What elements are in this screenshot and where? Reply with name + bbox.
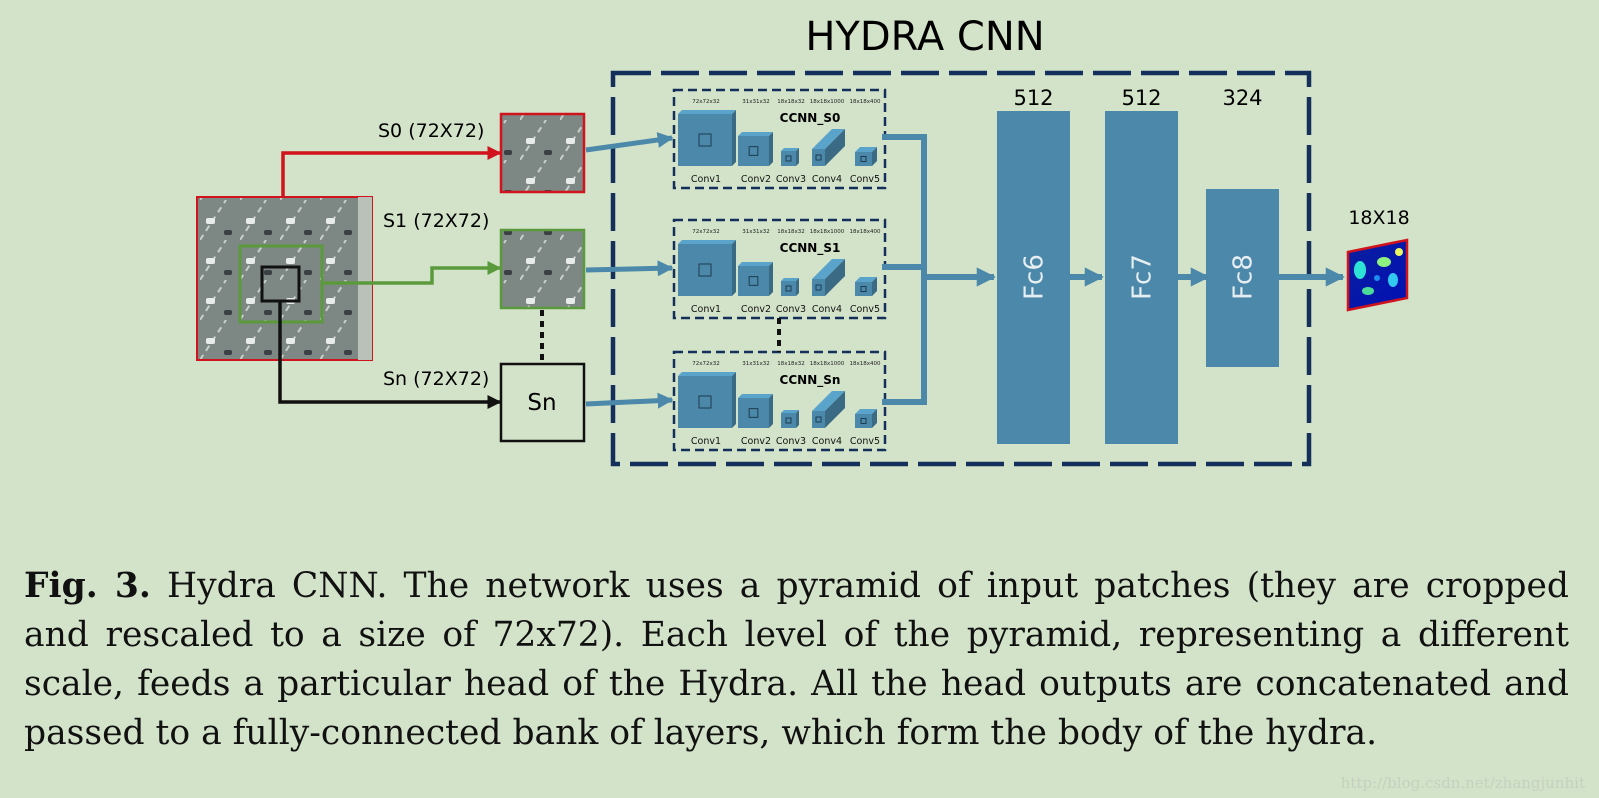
conv-block-5 bbox=[855, 409, 877, 428]
conv-label: Conv3 bbox=[776, 174, 806, 185]
diagram-title: HYDRA CNN bbox=[805, 14, 1044, 60]
conv-dim-label: 72x72x32 bbox=[692, 99, 720, 105]
conv-dim-label: 31x31x32 bbox=[742, 361, 770, 367]
conv-dim-label: 31x31x32 bbox=[742, 99, 770, 105]
hydra-cnn-diagram: HYDRA CNN S0 (72X72) S1 (72X72) Sn (72X7… bbox=[196, 14, 1410, 467]
fc-layer-fc6: Fc6 512 bbox=[997, 86, 1070, 444]
conv-dim-label: 18x18x32 bbox=[777, 361, 805, 367]
input-label-s1: S1 (72X72) bbox=[383, 210, 489, 232]
s1-connector bbox=[322, 261, 502, 285]
fc-layer-size: 512 bbox=[1121, 86, 1161, 110]
merge-connector bbox=[882, 134, 996, 405]
conv-label: Conv3 bbox=[776, 436, 806, 447]
fc-layer-name: Fc6 bbox=[1020, 254, 1050, 300]
patch-s0 bbox=[499, 112, 586, 194]
conv-dim-label: 18x18x32 bbox=[777, 229, 805, 235]
conv-dim-label: 72x72x32 bbox=[692, 361, 720, 367]
conv-label: Conv5 bbox=[850, 174, 880, 185]
conv-dim-label: 18x18x400 bbox=[849, 361, 881, 367]
conv-block-3 bbox=[781, 278, 799, 296]
conv-label: Conv1 bbox=[691, 174, 721, 185]
conv-block-1 bbox=[678, 372, 736, 428]
fc-layer-size: 324 bbox=[1222, 86, 1262, 110]
conv-label: Conv4 bbox=[812, 174, 842, 185]
fc-layer-fc8: Fc8 324 bbox=[1206, 86, 1279, 367]
conv-block-2 bbox=[738, 262, 773, 296]
conv-label: Conv1 bbox=[691, 436, 721, 447]
fc-layer-name: Fc8 bbox=[1229, 254, 1259, 300]
conv-block-4 bbox=[812, 129, 845, 166]
fc-layer-fc7: Fc7 512 bbox=[1105, 86, 1178, 444]
s0-connector bbox=[281, 146, 502, 197]
conv-label: Conv4 bbox=[812, 304, 842, 315]
figure-caption: Fig. 3. Hydra CNN. The network uses a py… bbox=[24, 562, 1569, 758]
ccnn-head-name: CCNN_Sn bbox=[780, 373, 841, 388]
conv-block-1 bbox=[678, 240, 736, 296]
patch-sn: Sn bbox=[499, 362, 586, 443]
conv-dim-label: 18x18x400 bbox=[849, 99, 881, 105]
conv-label: Conv4 bbox=[812, 436, 842, 447]
patch-s1 bbox=[499, 228, 586, 310]
conv-label: Conv2 bbox=[741, 436, 771, 447]
fc-layer-box bbox=[997, 111, 1070, 444]
input-image bbox=[196, 196, 373, 361]
conv-block-2 bbox=[738, 132, 773, 166]
conv-block-3 bbox=[781, 410, 799, 428]
ccnn-head-1: CCNN_S1 72x72x32 31x31x32 18x18x32 18x18x100… bbox=[672, 218, 887, 320]
conv-label: Conv1 bbox=[691, 304, 721, 315]
watermark: http://blog.csdn.net/zhangjunhit bbox=[1340, 774, 1585, 792]
conv-block-1 bbox=[678, 110, 736, 166]
output-label: 18X18 bbox=[1348, 207, 1409, 229]
conv-block-5 bbox=[855, 277, 877, 296]
ccnn-heads: CCNN_S0 72x72x32 31x31x32 18x18x32 18x18x100… bbox=[672, 88, 887, 452]
conv-block-4 bbox=[812, 391, 845, 428]
conv-label: Conv5 bbox=[850, 304, 880, 315]
fc-layer-size: 512 bbox=[1013, 86, 1053, 110]
patch-arrow-s0 bbox=[585, 132, 674, 153]
fc-layer-box bbox=[1105, 111, 1178, 444]
caption-text: Hydra CNN. The network uses a pyramid of… bbox=[24, 566, 1569, 753]
conv-label: Conv3 bbox=[776, 304, 806, 315]
input-label-sn: Sn (72X72) bbox=[383, 368, 489, 390]
conv-label: Conv2 bbox=[741, 174, 771, 185]
conv-label: Conv5 bbox=[850, 436, 880, 447]
fc-layer-box bbox=[1206, 189, 1279, 367]
fc-layer-name: Fc7 bbox=[1128, 254, 1158, 300]
sn-connector bbox=[278, 301, 502, 409]
input-label-s0: S0 (72X72) bbox=[378, 120, 484, 142]
ccnn-head-name: CCNN_S0 bbox=[780, 111, 841, 126]
conv-dim-label: 72x72x32 bbox=[692, 229, 720, 235]
conv-dim-label: 18x18x32 bbox=[777, 99, 805, 105]
conv-block-3 bbox=[781, 148, 799, 166]
conv-dim-label: 18x18x1000 bbox=[810, 361, 845, 367]
conv-block-5 bbox=[855, 147, 877, 166]
ccnn-head-0: CCNN_S0 72x72x32 31x31x32 18x18x32 18x18x100… bbox=[672, 88, 887, 190]
figure-label: Fig. 3. bbox=[24, 566, 151, 606]
patch-arrow-sn bbox=[585, 392, 674, 409]
conv-dim-label: 18x18x400 bbox=[849, 229, 881, 235]
patch-arrow-s1 bbox=[585, 260, 674, 277]
conv-block-4 bbox=[812, 259, 845, 296]
conv-dim-label: 18x18x1000 bbox=[810, 229, 845, 235]
ccnn-head-2: CCNN_Sn 72x72x32 31x31x32 18x18x32 18x18x100… bbox=[672, 350, 887, 452]
conv-dim-label: 31x31x32 bbox=[742, 229, 770, 235]
ccnn-head-name: CCNN_S1 bbox=[780, 241, 841, 256]
output-density-map bbox=[1346, 238, 1409, 312]
conv-dim-label: 18x18x1000 bbox=[810, 99, 845, 105]
conv-block-2 bbox=[738, 394, 773, 428]
patch-sn-label: Sn bbox=[527, 390, 556, 416]
conv-label: Conv2 bbox=[741, 304, 771, 315]
